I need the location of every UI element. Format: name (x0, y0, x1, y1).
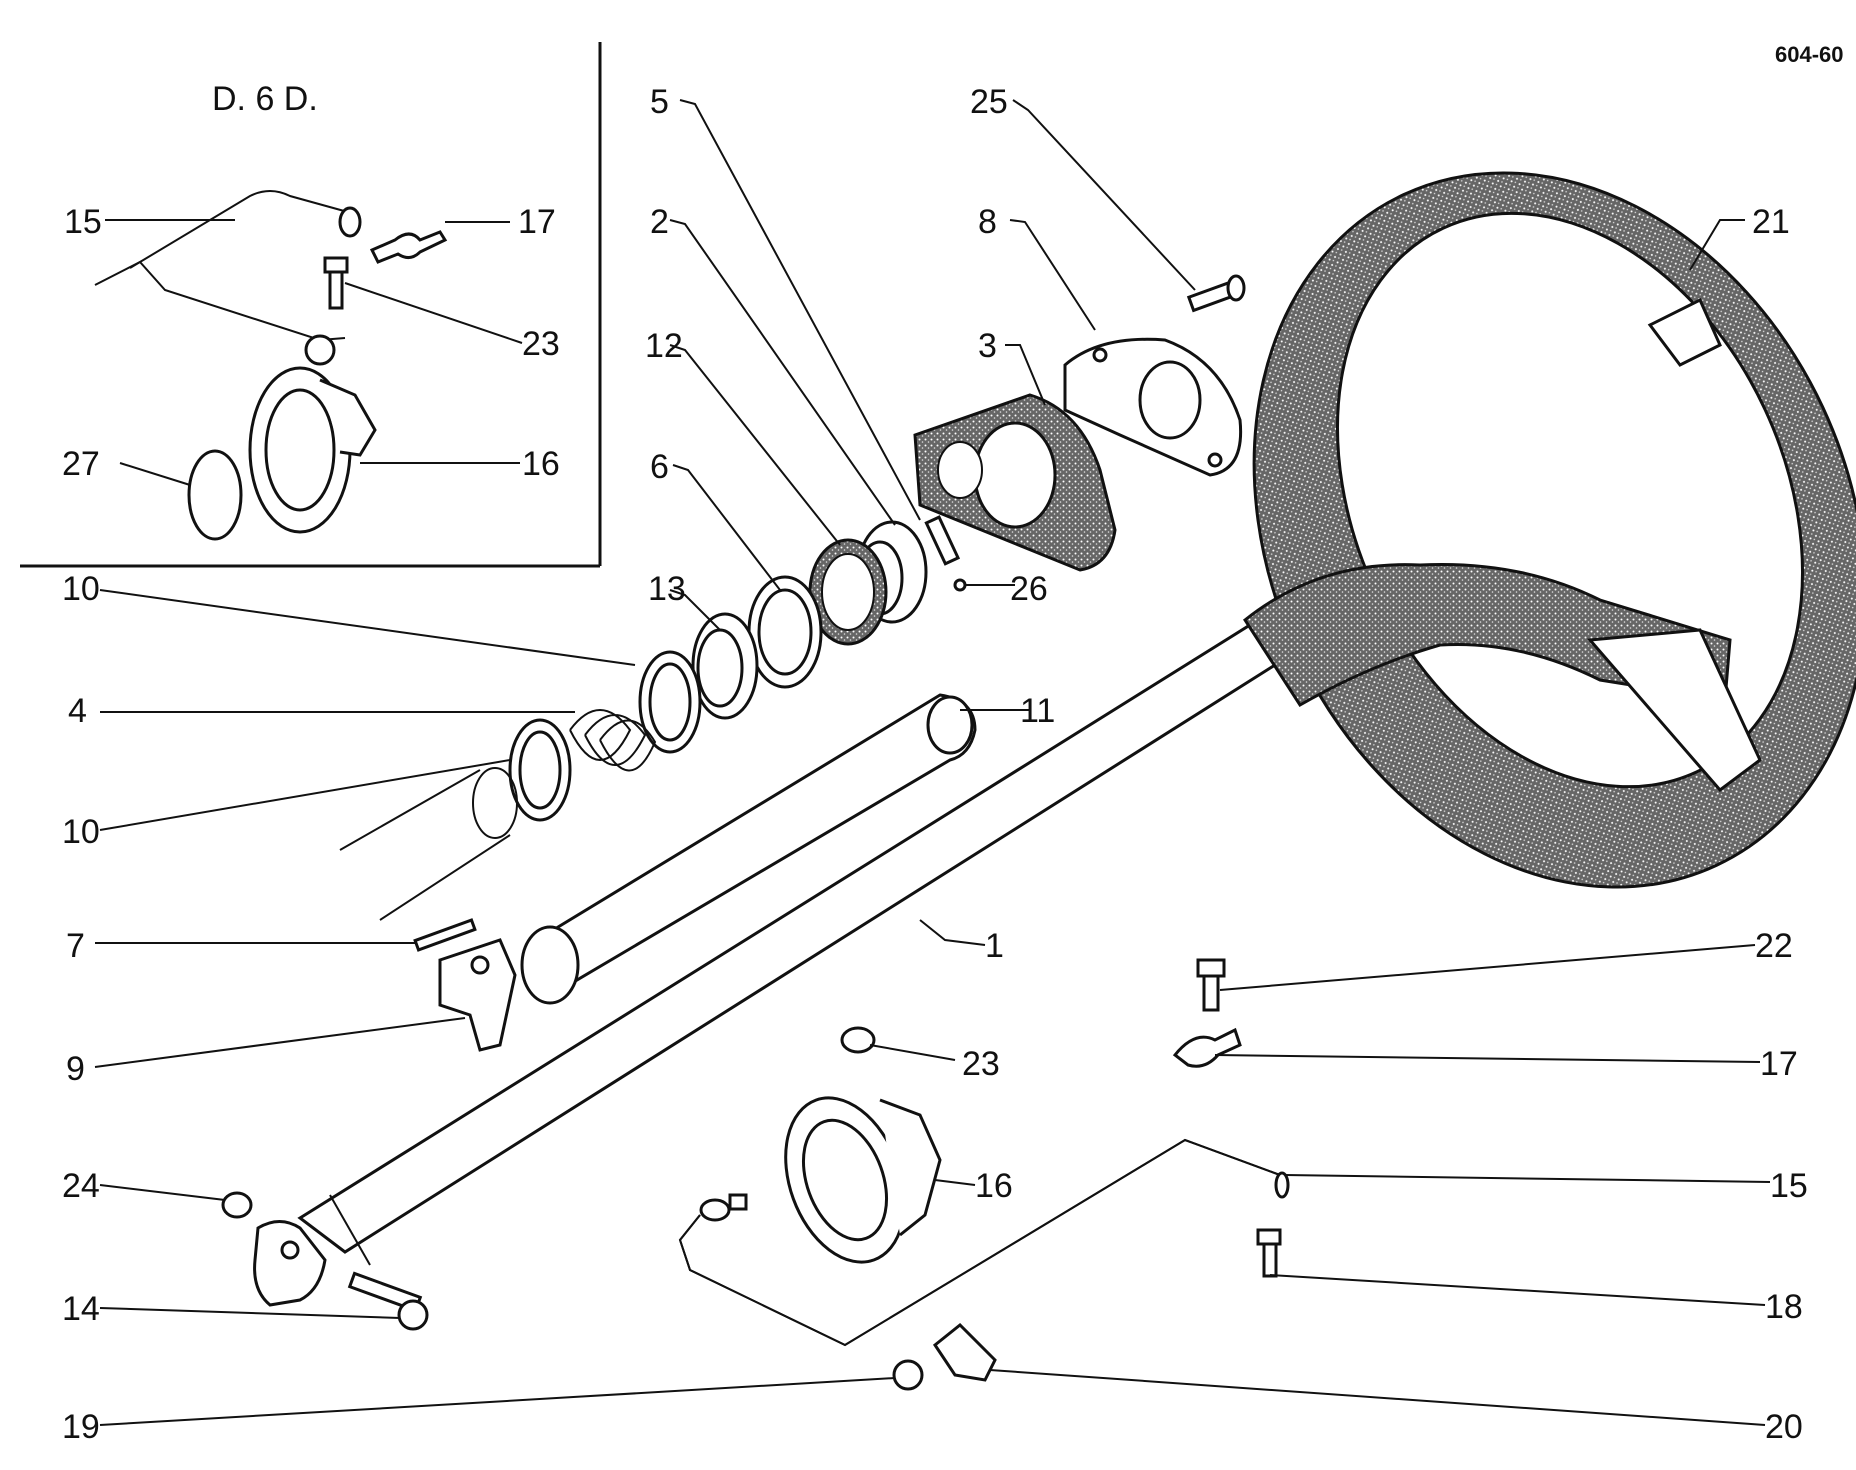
bolt-14 (347, 1271, 429, 1331)
steering-wheel-21 (1243, 171, 1856, 889)
label-16: 16 (975, 1167, 1013, 1205)
label-5: 5 (650, 83, 669, 121)
flange-plate-3 (913, 393, 1117, 572)
label-19: 19 (62, 1408, 100, 1446)
pin-26 (924, 515, 967, 592)
clamp-9 (438, 938, 517, 1052)
label-24: 24 (62, 1167, 100, 1205)
inset-clip-17 (369, 230, 448, 264)
label-20: 20 (1765, 1408, 1803, 1446)
label-1: 1 (985, 927, 1004, 965)
inset-label-17: 17 (518, 203, 556, 241)
label-6: 6 (650, 448, 669, 486)
label-21: 21 (1752, 203, 1790, 241)
leaders (94, 99, 1771, 1426)
inset-title: D. 6 D. (212, 80, 318, 118)
nut-19 (892, 1359, 924, 1391)
ghost-tube (339, 767, 518, 921)
label-17: 17 (1760, 1045, 1798, 1083)
inset-screw-23 (323, 256, 349, 310)
nut-23 (840, 1026, 876, 1054)
inset-ring-27 (187, 449, 243, 541)
label-14: 14 (62, 1290, 100, 1328)
gasket-8 (1063, 337, 1243, 477)
tube-11 (520, 693, 977, 1005)
inset-label-27: 27 (62, 445, 100, 483)
spring-4 (569, 709, 657, 772)
inset-label-15: 15 (64, 203, 102, 241)
nut-24 (221, 1191, 253, 1219)
inset-nut (304, 334, 336, 366)
ring-10-lower (508, 718, 572, 822)
label-2: 2 (650, 203, 669, 241)
label-25: 25 (970, 83, 1008, 121)
inset-housing-16 (248, 366, 377, 534)
label-13: 13 (648, 570, 686, 608)
label-10-lower: 10 (62, 813, 100, 851)
label-9: 9 (66, 1050, 85, 1088)
label-15: 15 (1770, 1167, 1808, 1205)
inset-frame (20, 42, 602, 568)
bolt-25 (1186, 274, 1246, 313)
ring-6 (747, 575, 823, 689)
label-23: 23 (962, 1045, 1000, 1083)
inset-label-16: 16 (522, 445, 560, 483)
pin-7 (413, 918, 477, 952)
bolt-22 (1196, 958, 1226, 1012)
clip-17 (1172, 1027, 1242, 1068)
ring-13 (691, 612, 759, 720)
drawing-ref: 604-60 (1775, 42, 1844, 67)
rod-15 (678, 1138, 1290, 1347)
ring-10-upper (638, 650, 702, 754)
label-18: 18 (1765, 1288, 1803, 1326)
inset-wire-rod-15 (94, 190, 362, 342)
inset-label-23: 23 (522, 325, 560, 363)
pin-18 (1256, 1228, 1282, 1278)
shaft-yoke (253, 1220, 327, 1307)
label-10-upper: 10 (62, 570, 100, 608)
label-4: 4 (68, 692, 87, 730)
clip-20 (932, 1322, 997, 1382)
ring-12 (808, 538, 888, 646)
label-11: 11 (1020, 692, 1055, 730)
housing-16 (784, 1096, 942, 1264)
label-12: 12 (645, 327, 683, 365)
label-3: 3 (978, 327, 997, 365)
label-8: 8 (978, 203, 997, 241)
label-22: 22 (1755, 927, 1793, 965)
label-26: 26 (1010, 570, 1048, 608)
inset-leaders (105, 219, 523, 486)
label-7: 7 (66, 927, 85, 965)
